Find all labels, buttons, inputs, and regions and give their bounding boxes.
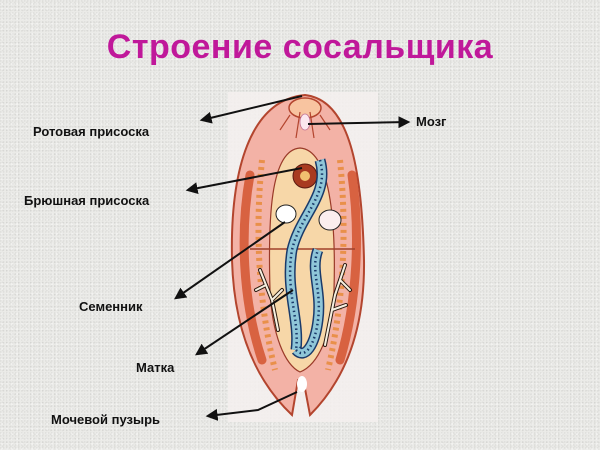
- arrow-ventral-sucker: [185, 167, 303, 195]
- arrow-oral-sucker: [199, 95, 303, 124]
- arrow-brain: [307, 116, 411, 129]
- label-brain: Мозг: [416, 114, 447, 129]
- diagram-title: Строение сосальщика: [106, 28, 494, 66]
- label-bladder: Мочевой пузырь: [51, 412, 160, 427]
- label-oral-sucker: Ротовая присоска: [33, 124, 150, 139]
- arrow-uterus: [195, 289, 294, 356]
- label-ventral-sucker: Брюшная присоска: [24, 193, 150, 208]
- label-testis: Семенник: [79, 299, 143, 314]
- arrow-bladder: [205, 391, 298, 421]
- label-uterus: Матка: [136, 360, 175, 375]
- arrow-testis: [174, 221, 286, 300]
- pointer-arrows: [174, 95, 411, 421]
